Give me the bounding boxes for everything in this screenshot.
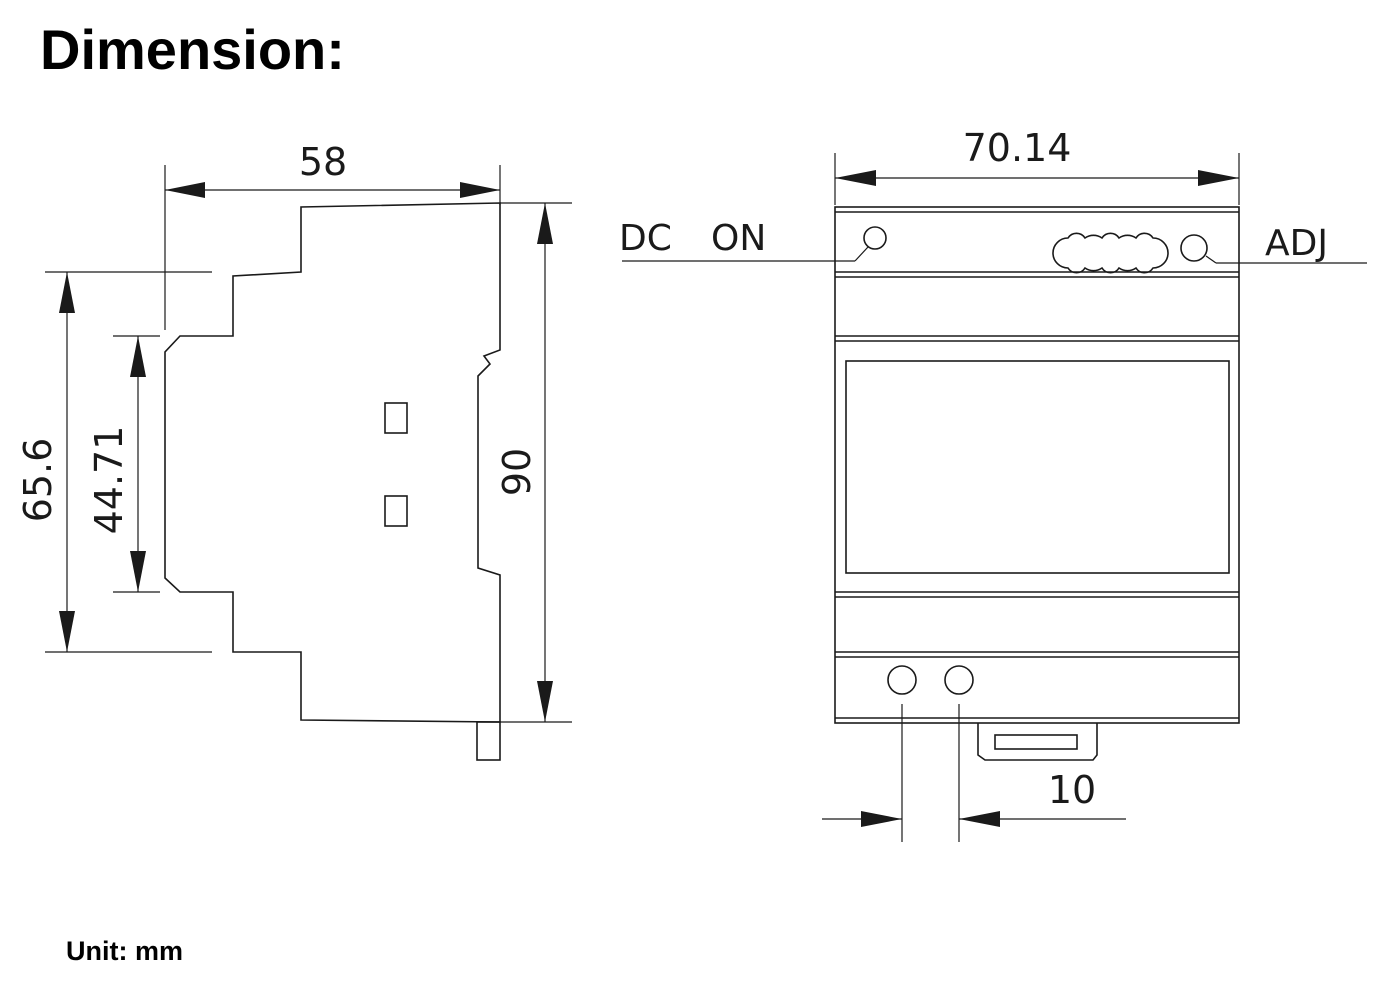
front-view-outline (834, 206, 1240, 724)
dim-mount-height: 65.6 (16, 271, 212, 653)
front-view: 70.14 10 DC ON ADJ (619, 126, 1367, 842)
on-label: ON (711, 218, 766, 259)
side-view-clip (476, 721, 501, 761)
terminal-left-icon (887, 665, 917, 695)
dim-width-label: 70.14 (963, 126, 1072, 170)
dim-height-label: 90 (495, 448, 539, 496)
terminal-right-icon (944, 665, 974, 695)
page-title: Dimension: (40, 18, 345, 81)
dim-depth-label: 58 (299, 140, 347, 184)
dc-label: DC (619, 218, 672, 259)
dim-depth: 58 (164, 140, 501, 330)
dim-terminal-pitch: 10 (822, 704, 1126, 842)
dim-mount-height-label: 65.6 (16, 438, 60, 523)
dim-height: 90 (495, 202, 572, 723)
side-view-window-lower (384, 495, 408, 527)
side-view: 58 90 65.6 44.71 (16, 140, 572, 761)
side-view-outline (164, 202, 501, 723)
adj-label: ADJ (1265, 223, 1328, 264)
terminal-cluster (1052, 232, 1169, 274)
dim-width: 70.14 (834, 126, 1240, 205)
front-view-label-window (845, 360, 1230, 574)
dim-rail-height-label: 44.71 (87, 426, 131, 535)
dim-rail-height: 44.71 (87, 335, 160, 593)
side-view-window-upper (384, 402, 408, 434)
dc-on-led-icon (863, 226, 887, 250)
unit-note: Unit: mm (66, 936, 183, 966)
din-clip (977, 723, 1098, 761)
adj-potentiometer-icon (1180, 234, 1208, 262)
dim-terminal-pitch-label: 10 (1048, 768, 1096, 812)
